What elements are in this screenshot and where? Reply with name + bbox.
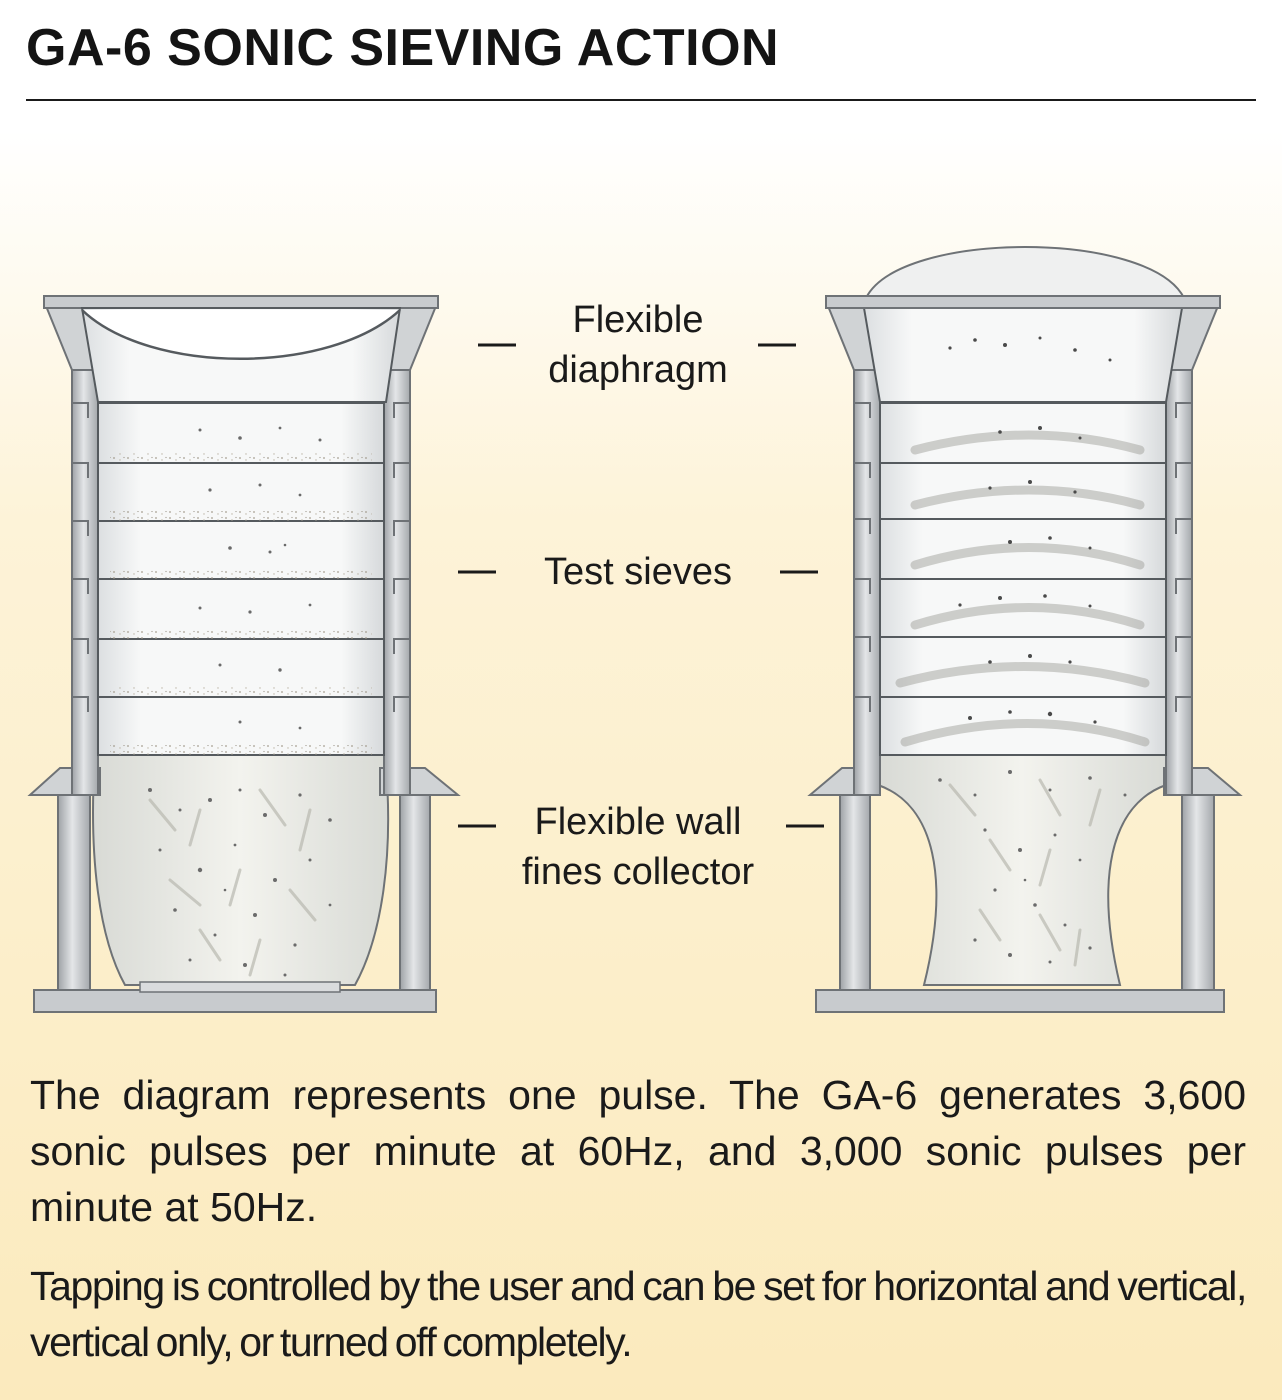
- label-collector-line1: Flexible wall: [535, 801, 742, 843]
- label-fines-collector: Flexible wall fines collector: [458, 801, 824, 893]
- label-collector-line2: fines collector: [522, 851, 755, 893]
- label-test-sieves: Test sieves: [458, 551, 818, 593]
- title-underline: [26, 99, 1256, 101]
- page-title: GA-6 SONIC SIEVING ACTION: [26, 19, 780, 77]
- right-particle-arches: [890, 360, 1150, 747]
- right-sieve: [879, 402, 1167, 464]
- left-flexible-diaphragm: [81, 309, 401, 360]
- label-diaphragm-line2: diaphragm: [548, 349, 728, 391]
- right-flexible-diaphragm: [864, 246, 1186, 299]
- right-sieve: [879, 696, 1167, 756]
- left-top-ring: [43, 295, 439, 309]
- left-base-plate: [33, 989, 437, 1013]
- label-flexible-diaphragm: Flexible diaphragm: [478, 299, 796, 391]
- right-fines-collector: [877, 754, 1167, 986]
- left-support-rod: [57, 789, 91, 991]
- left-support-rod: [399, 789, 431, 991]
- description-paragraph-1: The diagram represents one pulse. The GA…: [30, 1072, 1246, 1230]
- left-collector-particles: [148, 788, 332, 977]
- right-base-plate: [815, 989, 1225, 1013]
- label-diaphragm-line1: Flexible: [573, 299, 704, 341]
- left-sieve-stack: [27, 295, 461, 1013]
- right-collector-particles: [938, 770, 1127, 964]
- description-paragraph-2: Tapping is controlled by the user and ca…: [30, 1263, 1247, 1365]
- label-sieves-text: Test sieves: [544, 551, 732, 593]
- right-sieve: [879, 462, 1167, 520]
- right-sieve-stack: [807, 246, 1243, 1013]
- right-test-sieves: [879, 402, 1167, 756]
- right-sieve: [879, 518, 1167, 580]
- right-top-ring: [825, 295, 1221, 309]
- right-support-rod: [839, 789, 871, 991]
- sieving-diagram: Flexible diaphragm Test sieves Flexible …: [27, 246, 1243, 1013]
- right-support-rod: [1181, 789, 1215, 991]
